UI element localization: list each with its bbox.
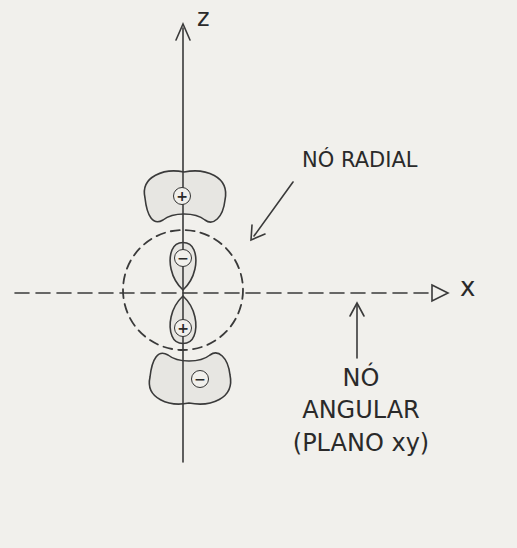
x-axis <box>15 292 432 294</box>
phase-sign: + <box>174 319 192 337</box>
leader-arrow <box>254 182 293 236</box>
phase-sign: + <box>173 187 191 205</box>
lobe-path <box>170 296 196 344</box>
inner-lobe: − <box>166 238 200 292</box>
leader-arrow <box>356 304 358 358</box>
arrowhead <box>350 303 364 316</box>
orbital-lobe: + <box>135 168 233 230</box>
orbital-lobe: − <box>140 345 238 407</box>
annotation: NÓ ANGULAR (PLANO xy) <box>284 362 438 459</box>
z-arrowhead <box>176 24 190 40</box>
lobe-path <box>144 171 225 222</box>
axis-label: x <box>458 270 477 305</box>
phase-sign: − <box>174 249 192 267</box>
lobe-path <box>170 243 196 291</box>
x-arrowhead <box>432 285 448 301</box>
radial-node-circle <box>123 230 243 350</box>
lobe-path <box>149 353 230 404</box>
lobe-outline <box>140 345 238 407</box>
arrowhead <box>251 225 265 240</box>
phase-sign: − <box>191 370 209 388</box>
inner-lobe: + <box>166 294 200 348</box>
annotation: NÓ RADIAL <box>300 146 419 174</box>
axis-label: z <box>195 2 212 34</box>
